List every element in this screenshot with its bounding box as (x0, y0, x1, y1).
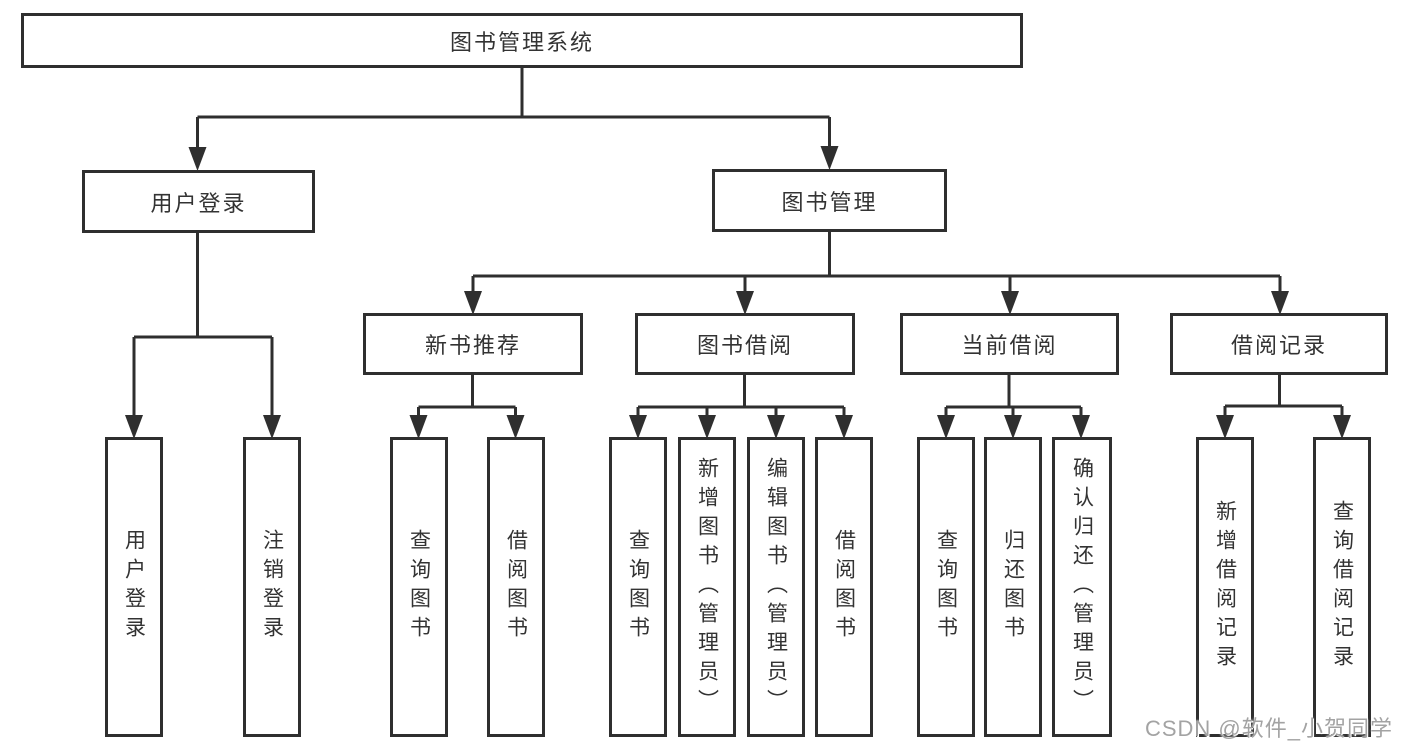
leaf-borrow-book-recommend: 借阅图书 (487, 437, 545, 737)
leaf-query-borrow-record: 查询借阅记录 (1313, 437, 1371, 737)
leaf-query-book-current: 查询图书 (917, 437, 975, 737)
node-new-book-recommendation: 新书推荐 (363, 313, 583, 375)
leaf-user-login: 用户登录 (105, 437, 163, 737)
node-book-borrowing: 图书借阅 (635, 313, 855, 375)
leaf-borrow-book: 借阅图书 (815, 437, 873, 737)
leaf-add-borrow-record: 新增借阅记录 (1196, 437, 1254, 737)
leaf-confirm-return-admin: 确认归还（管理员） (1052, 437, 1112, 737)
leaf-add-book-admin: 新增图书（管理员） (678, 437, 736, 737)
leaf-query-book-recommend: 查询图书 (390, 437, 448, 737)
node-root-library-system: 图书管理系统 (21, 13, 1023, 68)
leaf-edit-book-admin: 编辑图书（管理员） (747, 437, 805, 737)
leaf-query-book-borrowing: 查询图书 (609, 437, 667, 737)
leaf-logout: 注销登录 (243, 437, 301, 737)
csdn-watermark: CSDN @软件_小贺同学 (1144, 716, 1393, 741)
leaf-return-book: 归还图书 (984, 437, 1042, 737)
node-user-login: 用户登录 (82, 170, 315, 233)
arrowheads (125, 146, 1351, 439)
node-current-borrowing: 当前借阅 (900, 313, 1119, 375)
node-borrowing-records: 借阅记录 (1170, 313, 1388, 375)
node-book-management: 图书管理 (712, 169, 947, 232)
